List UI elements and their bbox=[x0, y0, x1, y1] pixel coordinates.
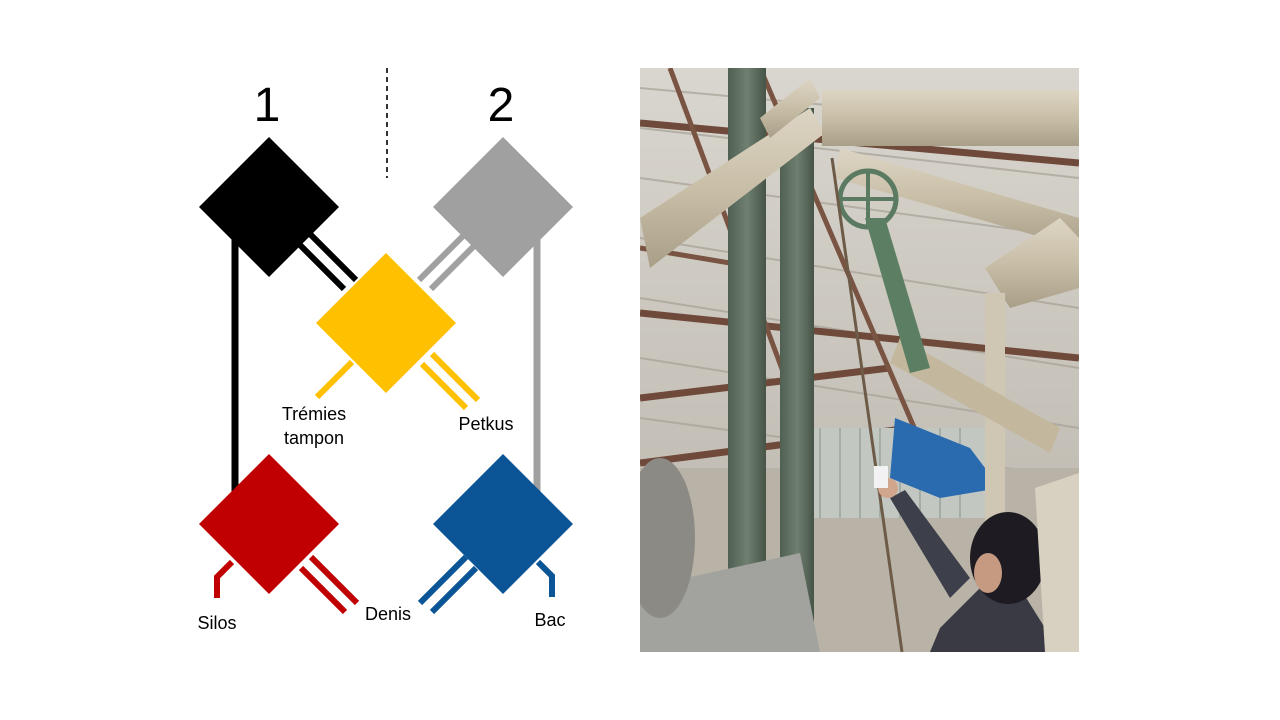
column-label-1: 1 bbox=[254, 79, 281, 132]
black-to-yellow-connector bbox=[297, 231, 359, 292]
label-denis: Denis bbox=[365, 604, 411, 624]
label-bac: Bac bbox=[534, 610, 565, 630]
grey-to-yellow-connector bbox=[416, 231, 478, 292]
blue-bac-outlet bbox=[535, 559, 555, 597]
grey-node bbox=[433, 137, 573, 277]
flow-diagram: 1 2 Trémies tampon Petkus Silos Denis Ba… bbox=[197, 68, 573, 633]
blue-node bbox=[433, 454, 573, 594]
facility-photo bbox=[640, 68, 1079, 652]
yellow-node bbox=[316, 253, 456, 393]
yellow-tremies-outlet bbox=[314, 359, 355, 400]
label-silos: Silos bbox=[197, 613, 236, 633]
red-silos-outlet bbox=[214, 559, 235, 598]
column-label-2: 2 bbox=[488, 79, 515, 132]
red-denis-outlet bbox=[298, 554, 360, 615]
facility-photo-illustration bbox=[640, 68, 1079, 652]
label-tremies-line1: Trémies bbox=[282, 404, 346, 424]
label-tremies-line2: tampon bbox=[284, 428, 344, 448]
yellow-petkus-outlet bbox=[419, 351, 481, 411]
label-petkus: Petkus bbox=[458, 414, 513, 434]
red-node bbox=[199, 454, 339, 594]
black-node bbox=[199, 137, 339, 277]
blue-denis-outlet bbox=[417, 554, 479, 615]
